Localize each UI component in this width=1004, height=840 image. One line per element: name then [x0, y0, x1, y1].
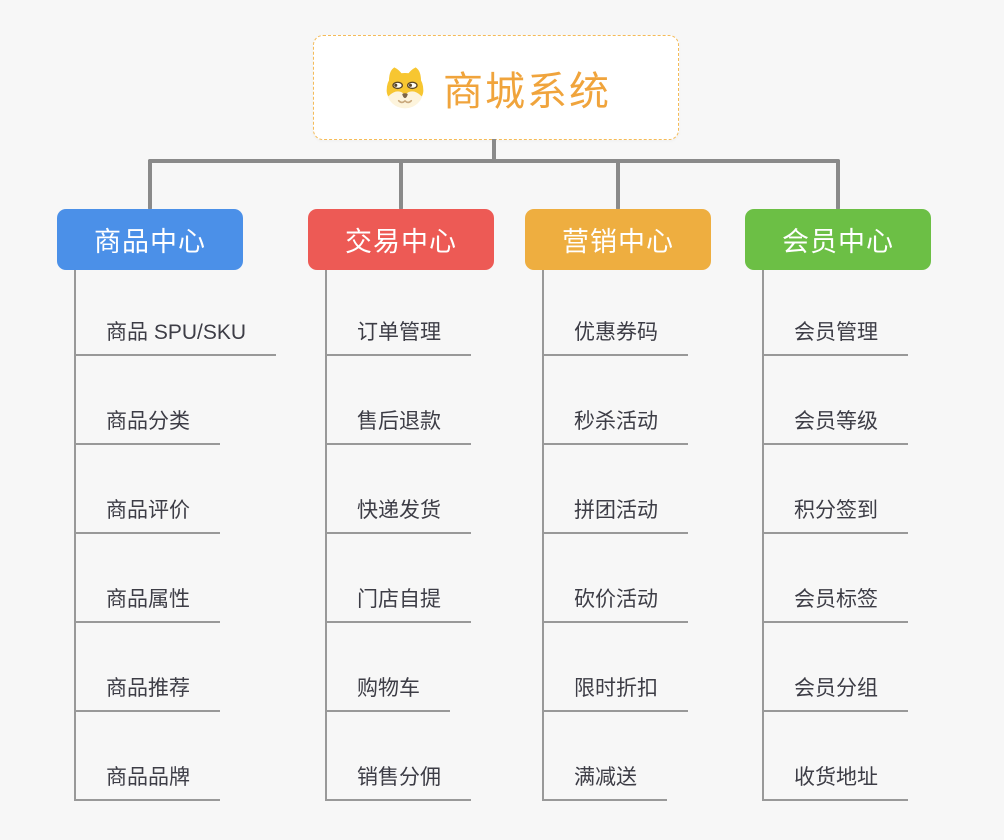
- branch-line-product: [74, 270, 76, 801]
- branch-node-marketing-center[interactable]: 营销中心: [525, 209, 711, 270]
- root-node-mall-system[interactable]: 商城系统: [313, 35, 679, 140]
- topic-node[interactable]: 商品属性: [74, 587, 220, 623]
- topic-node[interactable]: 会员等级: [762, 409, 908, 445]
- connector-drop-marketing: [616, 159, 620, 210]
- connector-drop-product: [148, 159, 152, 210]
- topic-node[interactable]: 售后退款: [325, 409, 471, 445]
- topic-node[interactable]: 会员分组: [762, 676, 908, 712]
- topic-node[interactable]: 会员管理: [762, 320, 908, 356]
- topic-node[interactable]: 商品评价: [74, 498, 220, 534]
- branch-node-product-center[interactable]: 商品中心: [57, 209, 243, 270]
- connector-drop-member: [836, 159, 840, 210]
- topic-node[interactable]: 限时折扣: [542, 676, 688, 712]
- topic-node[interactable]: 砍价活动: [542, 587, 688, 623]
- topic-node[interactable]: 秒杀活动: [542, 409, 688, 445]
- topic-node[interactable]: 会员标签: [762, 587, 908, 623]
- topic-node[interactable]: 收货地址: [762, 765, 908, 801]
- topic-node[interactable]: 商品分类: [74, 409, 220, 445]
- topic-node[interactable]: 商品 SPU/SKU: [74, 320, 277, 356]
- branch-line-member: [762, 270, 764, 801]
- topic-node[interactable]: 商品推荐: [74, 676, 220, 712]
- topic-node[interactable]: 积分签到: [762, 498, 908, 534]
- topic-node[interactable]: 快递发货: [325, 498, 471, 534]
- branch-line-trade: [325, 270, 327, 801]
- branch-node-member-center[interactable]: 会员中心: [745, 209, 931, 270]
- topic-node[interactable]: 购物车: [325, 676, 450, 712]
- root-title: 商城系统: [443, 69, 611, 114]
- connector-drop-trade: [399, 159, 403, 210]
- topic-node[interactable]: 满减送: [542, 765, 667, 801]
- topic-node[interactable]: 拼团活动: [542, 498, 688, 534]
- branch-node-trade-center[interactable]: 交易中心: [308, 209, 494, 270]
- connector-root-stem: [492, 139, 496, 161]
- topic-node[interactable]: 门店自提: [325, 587, 471, 623]
- topic-node[interactable]: 商品品牌: [74, 765, 220, 801]
- topic-node[interactable]: 销售分佣: [325, 765, 471, 801]
- shiba-dog-icon: [386, 66, 424, 108]
- connector-horizontal-bar: [148, 159, 840, 163]
- topic-node[interactable]: 优惠券码: [542, 320, 688, 356]
- topic-node[interactable]: 订单管理: [325, 320, 471, 356]
- branch-line-marketing: [542, 270, 544, 801]
